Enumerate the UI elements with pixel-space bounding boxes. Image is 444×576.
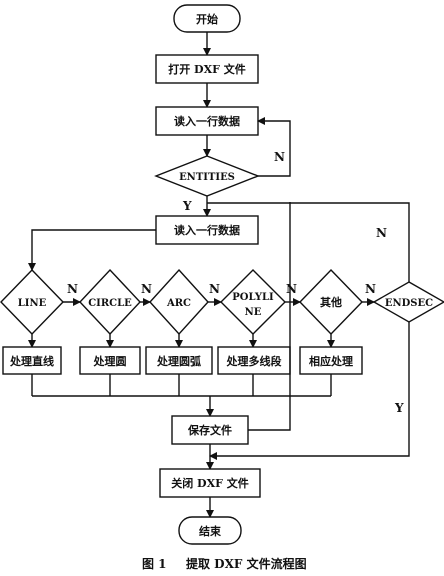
endsec-no-return: [207, 202, 410, 282]
process-polyline-box: [217, 346, 291, 375]
figure-number: 图 1: [142, 557, 167, 571]
other-label: 其他: [320, 295, 342, 309]
save-return-loop: [248, 202, 291, 431]
read-line-label-2: 读入一行数据: [174, 223, 240, 237]
endsec-no-flag: N: [376, 226, 387, 240]
process-arc-label: 处理圆弧: [156, 354, 201, 368]
open-file-box: [155, 54, 259, 84]
read-line-label-1: 读入一行数据: [174, 114, 240, 128]
connector-read2-line: [28, 229, 156, 271]
arc-label: ARC: [166, 298, 191, 309]
entities-label: ENTITIES: [179, 172, 235, 183]
line-no-flag: N: [67, 282, 78, 296]
process-other-label: 相应处理: [309, 354, 353, 368]
line-label: LINE: [18, 298, 47, 309]
polyline-no-flag: N: [286, 282, 297, 296]
close-file-label: 关闭 DXF 文件: [171, 476, 249, 490]
save-file-label: 保存文件: [187, 423, 232, 437]
figure-title: 提取 DXF 文件流程图: [186, 556, 307, 571]
polyline-label-2: NE: [245, 307, 262, 318]
end-label: 结束: [198, 524, 222, 538]
open-file-label: 打开 DXF 文件: [168, 62, 246, 76]
entities-no-flag: N: [274, 150, 285, 164]
circle-no-flag: N: [141, 282, 152, 296]
process-polyline-label: 处理多线段: [226, 354, 282, 368]
save-file-box: [171, 415, 249, 445]
circle-label: CIRCLE: [88, 298, 132, 309]
entities-no-loop: [257, 117, 291, 177]
end-terminal: [178, 516, 242, 545]
endsec-yes-path: [209, 322, 410, 460]
polyline-label-1: POLYLI: [232, 292, 274, 303]
process-circle-label: 处理圆: [93, 354, 127, 368]
read-line-box-2: [155, 215, 259, 245]
endsec-label: ENDSEC: [385, 298, 433, 309]
process-line-label: 处理直线: [9, 354, 54, 368]
start-label: 开始: [196, 12, 218, 26]
entities-yes-flag: Y: [182, 199, 192, 213]
other-no-flag: N: [365, 282, 376, 296]
process-arc-box: [145, 346, 213, 375]
arc-no-flag: N: [209, 282, 220, 296]
endsec-yes-flag: Y: [394, 401, 404, 415]
